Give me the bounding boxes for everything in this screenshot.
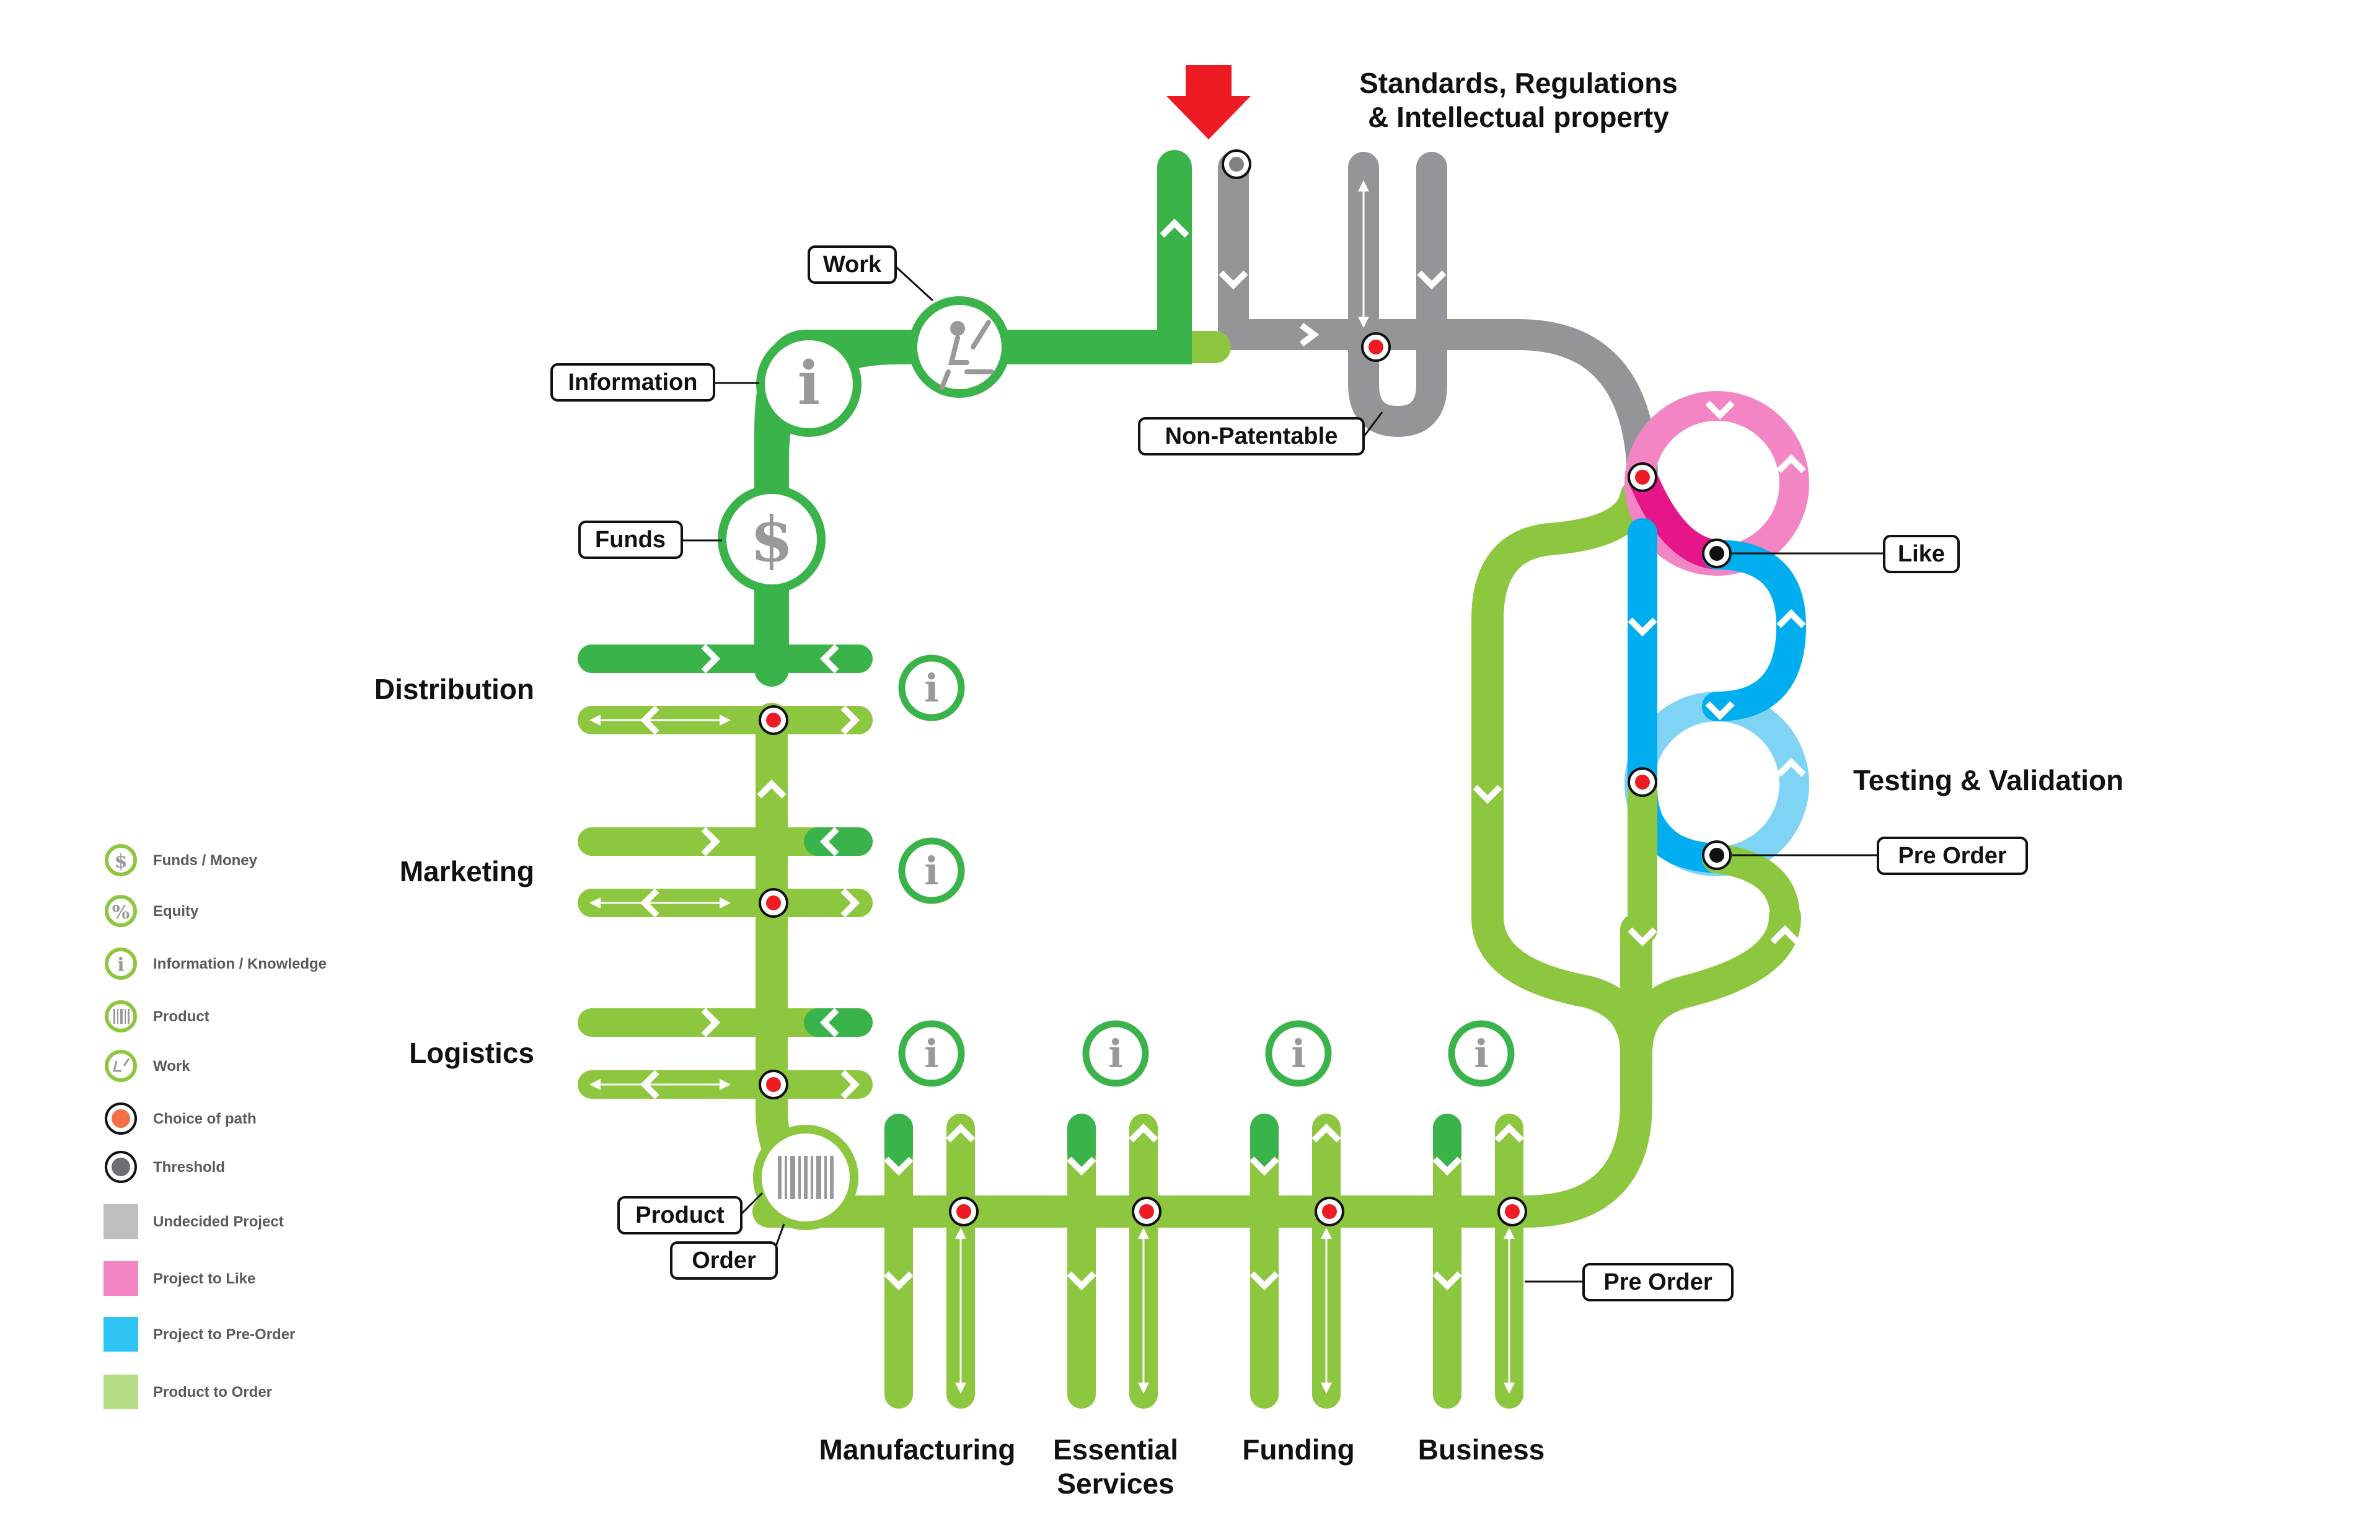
legend-funds: $ Funds / Money	[105, 844, 258, 876]
distribution-info-icon[interactable]: i	[898, 654, 965, 721]
svg-text:Information: Information	[568, 369, 698, 395]
product-station-icon[interactable]	[753, 1125, 858, 1230]
svg-text:$: $	[115, 851, 128, 873]
svg-text:Work: Work	[823, 252, 882, 278]
legend-like: Project to Like	[104, 1261, 255, 1296]
legend-equity: % Equity	[105, 895, 199, 927]
testing-validation-label: Testing & Validation	[1853, 764, 2123, 796]
start-arrow-icon	[1166, 65, 1251, 139]
manufacturing-label: Manufacturing	[819, 1433, 1016, 1466]
legend: $ Funds / Money % Equity i Information /…	[104, 844, 327, 1409]
legend-work: Work	[105, 1050, 190, 1082]
regulations-title-line1: Standards, Regulations	[1359, 67, 1678, 99]
leader-lines	[682, 265, 1884, 1283]
gray-swatch	[104, 1204, 138, 1239]
bottom-branches	[884, 1114, 1523, 1409]
svg-text:Threshold: Threshold	[153, 1159, 225, 1176]
bottom-branch-chevrons	[884, 1123, 1524, 1291]
information-tag[interactable]: Information	[550, 363, 715, 402]
information-station-icon[interactable]: i	[756, 332, 862, 437]
like-tag[interactable]: Like	[1883, 535, 1960, 573]
logistics-info-icon[interactable]: i	[898, 1020, 965, 1087]
svg-text:i: i	[924, 666, 939, 711]
manufacturing-info-icon[interactable]: i	[1082, 1020, 1149, 1087]
essential-info-icon[interactable]: i	[1265, 1020, 1332, 1087]
svg-text:i: i	[117, 954, 124, 976]
essential-label-line2: Services	[1057, 1467, 1174, 1500]
dollar-icon	[105, 844, 137, 876]
work-station-icon[interactable]	[909, 296, 1010, 398]
svg-text:i: i	[1291, 1031, 1306, 1076]
svg-text:Like: Like	[1898, 541, 1945, 567]
svg-text:i: i	[924, 1031, 939, 1076]
svg-text:Product to Order: Product to Order	[153, 1384, 272, 1401]
funding-info-icon[interactable]: i	[1448, 1020, 1515, 1087]
funds-station-icon[interactable]: $	[718, 485, 826, 593]
bottom-branch-arrows	[955, 1228, 1515, 1394]
svg-text:i: i	[798, 348, 820, 418]
logistics-label: Logistics	[409, 1037, 534, 1069]
blue-swatch	[104, 1317, 138, 1352]
left-branches	[578, 645, 873, 1099]
left-branch-chevrons	[640, 644, 860, 1099]
distribution-label: Distribution	[374, 673, 534, 705]
svg-text:Undecided Project: Undecided Project	[153, 1213, 284, 1230]
product-tag[interactable]: Product	[617, 1196, 743, 1234]
non-patentable-tag[interactable]: Non-Patentable	[1138, 417, 1365, 455]
svg-text:Project to Pre-Order: Project to Pre-Order	[153, 1326, 295, 1343]
legend-choice: Choice of path	[105, 1102, 257, 1135]
svg-text:i: i	[924, 848, 939, 894]
essential-label-line1: Essential	[1053, 1433, 1178, 1466]
svg-text:Project to Like: Project to Like	[153, 1270, 255, 1287]
undecided-track	[1218, 152, 1658, 486]
svg-text:Product: Product	[635, 1202, 725, 1228]
info-icon	[105, 948, 137, 980]
svg-text:Product: Product	[153, 1008, 209, 1025]
svg-text:Equity: Equity	[153, 903, 199, 920]
order-tag[interactable]: Order	[670, 1241, 778, 1280]
legend-information: i Information / Knowledge	[105, 948, 327, 980]
svg-text:$: $	[750, 503, 793, 576]
svg-text:%: %	[112, 902, 130, 923]
svg-text:Pre Order: Pre Order	[1898, 843, 2007, 869]
legend-preorder: Project to Pre-Order	[104, 1317, 295, 1352]
svg-text:Pre Order: Pre Order	[1603, 1269, 1712, 1295]
svg-text:Funds / Money: Funds / Money	[153, 852, 258, 869]
threshold-points[interactable]	[1222, 149, 1732, 870]
work-tag[interactable]: Work	[808, 245, 897, 284]
svg-text:Non-Patentable: Non-Patentable	[1165, 423, 1338, 449]
start-chevron	[1160, 218, 1189, 238]
gray-chevrons	[1219, 270, 1447, 346]
green-swatch	[104, 1375, 138, 1409]
svg-text:Choice of path: Choice of path	[153, 1111, 257, 1127]
marketing-label: Marketing	[400, 855, 534, 887]
svg-text:Work: Work	[153, 1058, 190, 1075]
svg-text:Order: Order	[692, 1247, 756, 1274]
regulations-title-line2: & Intellectual property	[1368, 101, 1669, 133]
legend-product: Product	[105, 1000, 209, 1032]
svg-text:i: i	[1108, 1031, 1123, 1076]
loop-chevrons	[1473, 400, 1806, 947]
choice-points[interactable]	[759, 332, 1657, 1226]
funding-label: Funding	[1242, 1433, 1354, 1466]
svg-text:Information / Knowledge: Information / Knowledge	[153, 956, 327, 972]
legend-threshold: Threshold	[105, 1151, 225, 1183]
business-label: Business	[1418, 1433, 1545, 1466]
pre-order-bottom-tag[interactable]: Pre Order	[1582, 1263, 1734, 1301]
pink-swatch	[104, 1261, 138, 1296]
svg-text:Funds: Funds	[595, 527, 666, 553]
marketing-info-icon[interactable]: i	[898, 837, 965, 904]
percent-icon	[105, 895, 137, 927]
legend-order: Product to Order	[104, 1375, 272, 1409]
pre-order-right-tag[interactable]: Pre Order	[1877, 837, 2028, 875]
worker-icon	[105, 1050, 137, 1082]
left-branch-arrows	[589, 715, 731, 1090]
svg-text:i: i	[1474, 1031, 1489, 1076]
funds-tag[interactable]: Funds	[578, 521, 683, 559]
legend-undecided: Undecided Project	[104, 1204, 284, 1239]
